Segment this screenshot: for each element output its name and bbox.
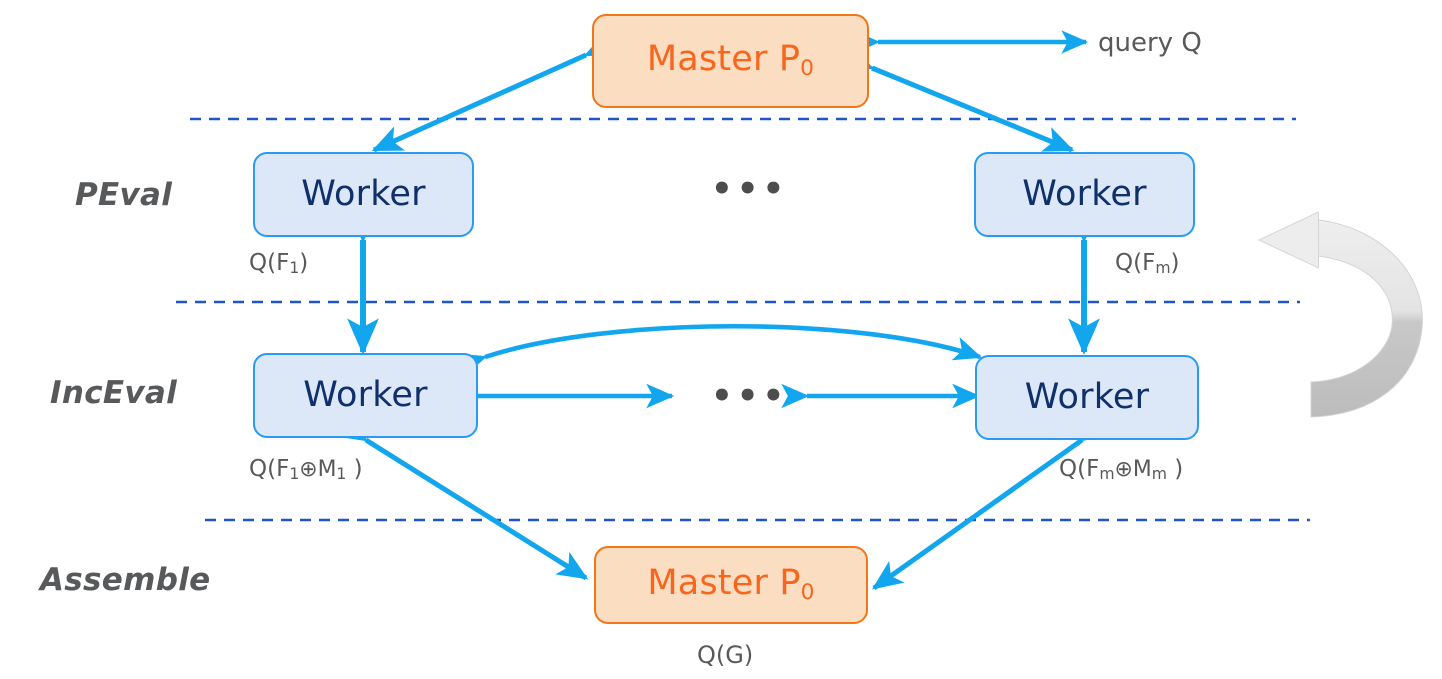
node-peval-worker-right[interactable]: Worker — [974, 152, 1195, 237]
node-peval-worker-left[interactable]: Worker — [253, 152, 474, 237]
node-inceval-worker-right[interactable]: Worker — [975, 355, 1199, 440]
edge-inceval-right-to-master-bottom — [871, 412, 1113, 591]
annotation-query: query Q — [1098, 28, 1202, 58]
ellipsis-inceval: ••• — [711, 376, 789, 416]
node-master-bottom-label: Master P0 — [647, 563, 815, 606]
stage-label-inceval: IncEval — [50, 375, 178, 411]
node-peval-worker-right-label: Worker — [1022, 174, 1147, 214]
annotation-inceval-left: Q(F1⊕M1 ) — [249, 456, 363, 484]
node-master-top[interactable]: Master P0 — [592, 14, 869, 108]
node-master-top-label: Master P0 — [646, 39, 815, 82]
stage-label-assemble: Assemble — [40, 562, 211, 598]
node-master-bottom[interactable]: Master P0 — [594, 546, 868, 624]
annotation-inceval-right: Q(Fm⊕Mm ) — [1059, 456, 1184, 484]
edge-inceval-left-to-master-bottom — [335, 413, 589, 581]
edge-master-to-peval-left — [371, 31, 617, 153]
node-inceval-worker-left[interactable]: Worker — [253, 353, 478, 438]
node-inceval-worker-left-label: Worker — [303, 375, 428, 415]
edge-master-to-peval-right — [841, 45, 1075, 153]
edge-inceval-curved-exchange — [456, 324, 983, 377]
node-peval-worker-left-label: Worker — [301, 174, 426, 214]
annotation-peval-right: Q(Fm) — [1115, 250, 1180, 278]
iteration-loop-arrow — [1257, 211, 1423, 418]
annotation-peval-left: Q(F1) — [249, 250, 309, 278]
ellipsis-peval: ••• — [711, 169, 789, 209]
annotation-assemble-result: Q(G) — [697, 641, 754, 669]
node-inceval-worker-right-label: Worker — [1024, 377, 1150, 417]
stage-label-peval: PEval — [75, 177, 173, 213]
